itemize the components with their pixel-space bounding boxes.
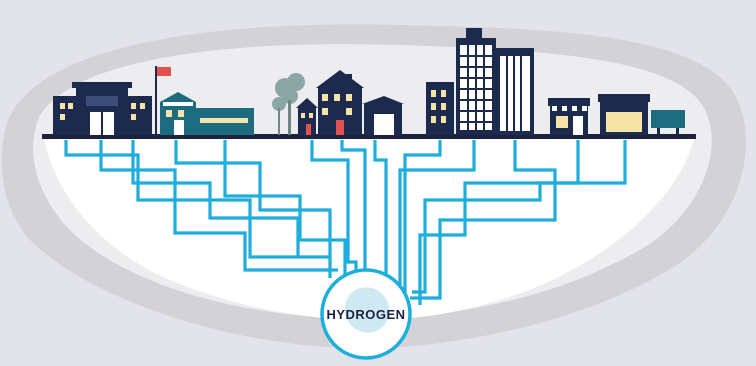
building-school: [53, 82, 152, 135]
billboard: [651, 110, 685, 135]
pipe-right-4: [412, 140, 627, 294]
pipe-left-1: [64, 140, 330, 259]
house-large: [316, 70, 364, 135]
building-skyscraper: [456, 28, 496, 135]
pipe-left-3: [131, 140, 300, 258]
flag: [155, 66, 171, 136]
hub-label: HYDROGEN: [326, 307, 405, 322]
shop-awning: [548, 98, 590, 135]
pipe-left-2: [99, 140, 338, 272]
house-small: [296, 98, 318, 135]
pipe-center-2: [340, 140, 367, 282]
building-office-small: [426, 82, 454, 135]
pipe-right-1: [398, 140, 476, 285]
ground-line: [42, 134, 696, 139]
pipe-left-5: [223, 140, 347, 285]
pipe-center-1: [310, 140, 358, 282]
pipe-right-3: [418, 140, 580, 305]
shop-store: [598, 94, 650, 135]
building-teal: [160, 92, 254, 135]
city-skyline: [53, 28, 685, 136]
pipe-left-4: [174, 140, 332, 278]
building-tower: [496, 48, 534, 135]
pipe-right-2: [410, 140, 557, 300]
garage: [362, 96, 404, 135]
trees: [272, 73, 305, 135]
pipe-center-3: [373, 140, 388, 285]
pipe-center-4: [403, 140, 442, 300]
pipe-network: [64, 140, 627, 305]
hydrogen-hub: HYDROGEN: [320, 268, 412, 360]
